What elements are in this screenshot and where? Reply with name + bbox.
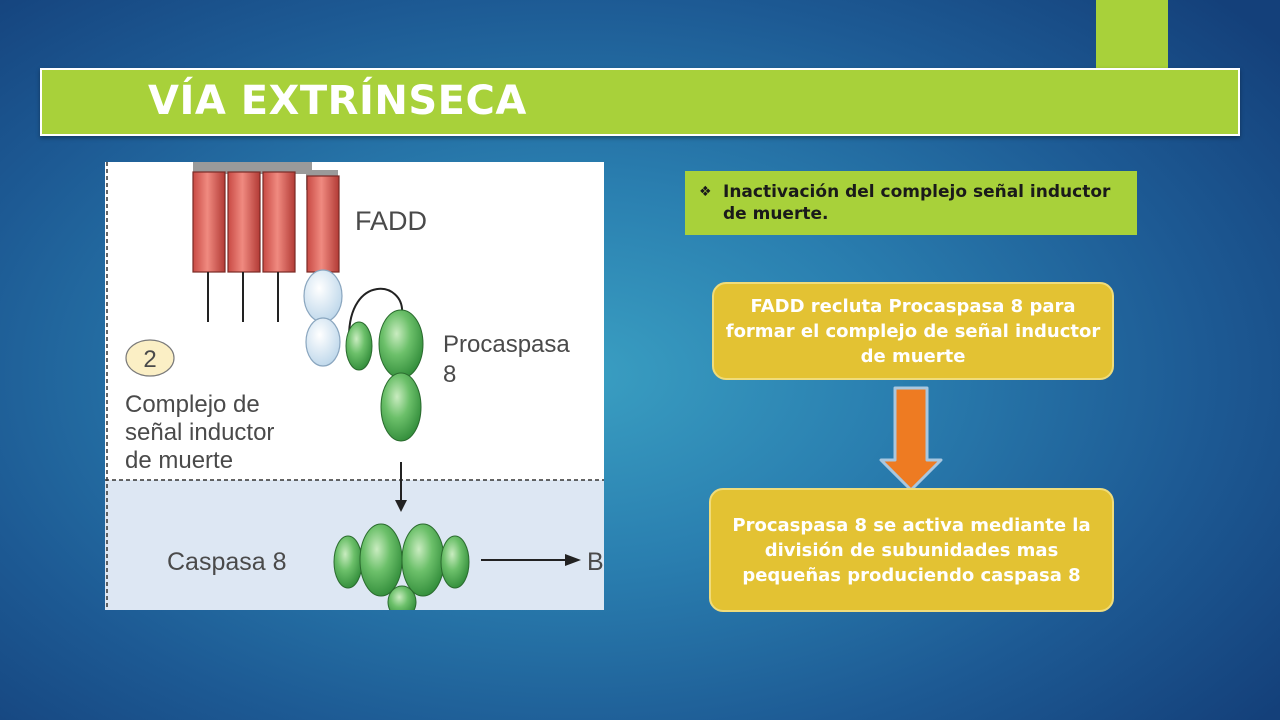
title-bar: VÍA EXTRÍNSECA: [40, 68, 1240, 136]
step-number: 2: [143, 346, 156, 373]
procaspasa-label: Procaspasa: [443, 331, 570, 358]
step-badge: [125, 339, 175, 377]
fadd-adaptor: [303, 269, 343, 367]
figure-svg: FADD Procaspasa 8 2 Complejo de señal in…: [105, 162, 604, 610]
info-box-fadd: FADD recluta Procaspasa 8 para formar el…: [712, 282, 1114, 380]
info-box-procaspasa-text: Procaspasa 8 se activa mediante la divis…: [732, 514, 1091, 586]
linker-loop: [348, 287, 404, 338]
caspase-8-active: [333, 523, 470, 610]
cut-off-label: B: [587, 548, 604, 576]
receptor-group: [192, 162, 340, 322]
info-box-procaspasa: Procaspasa 8 se activa mediante la divis…: [709, 488, 1114, 612]
apoptosis-figure: FADD Procaspasa 8 2 Complejo de señal in…: [105, 162, 604, 610]
fadd-label: FADD: [355, 206, 427, 236]
accent-tab: [1096, 0, 1168, 70]
bullet-text: Inactivación del complejo señal inductor…: [723, 182, 1111, 224]
caspasa-label: Caspasa 8: [167, 548, 287, 576]
complex-label-line1: Complejo de: [125, 391, 260, 418]
complex-label-line3: de muerte: [125, 447, 233, 474]
procaspasa-number: 8: [443, 361, 456, 388]
bullet-box: ❖ Inactivación del complejo señal induct…: [685, 171, 1137, 235]
info-box-fadd-text: FADD recluta Procaspasa 8 para formar el…: [725, 295, 1101, 367]
down-arrow-orange-icon: [879, 386, 943, 492]
complex-label-line2: señal inductor: [125, 419, 274, 446]
right-arrow-icon: [481, 554, 581, 566]
diamond-bullet-icon: ❖: [699, 184, 712, 200]
down-arrow-icon: [395, 462, 407, 512]
procaspase-8: [345, 309, 424, 442]
slide-title: VÍA EXTRÍNSECA: [148, 78, 527, 124]
